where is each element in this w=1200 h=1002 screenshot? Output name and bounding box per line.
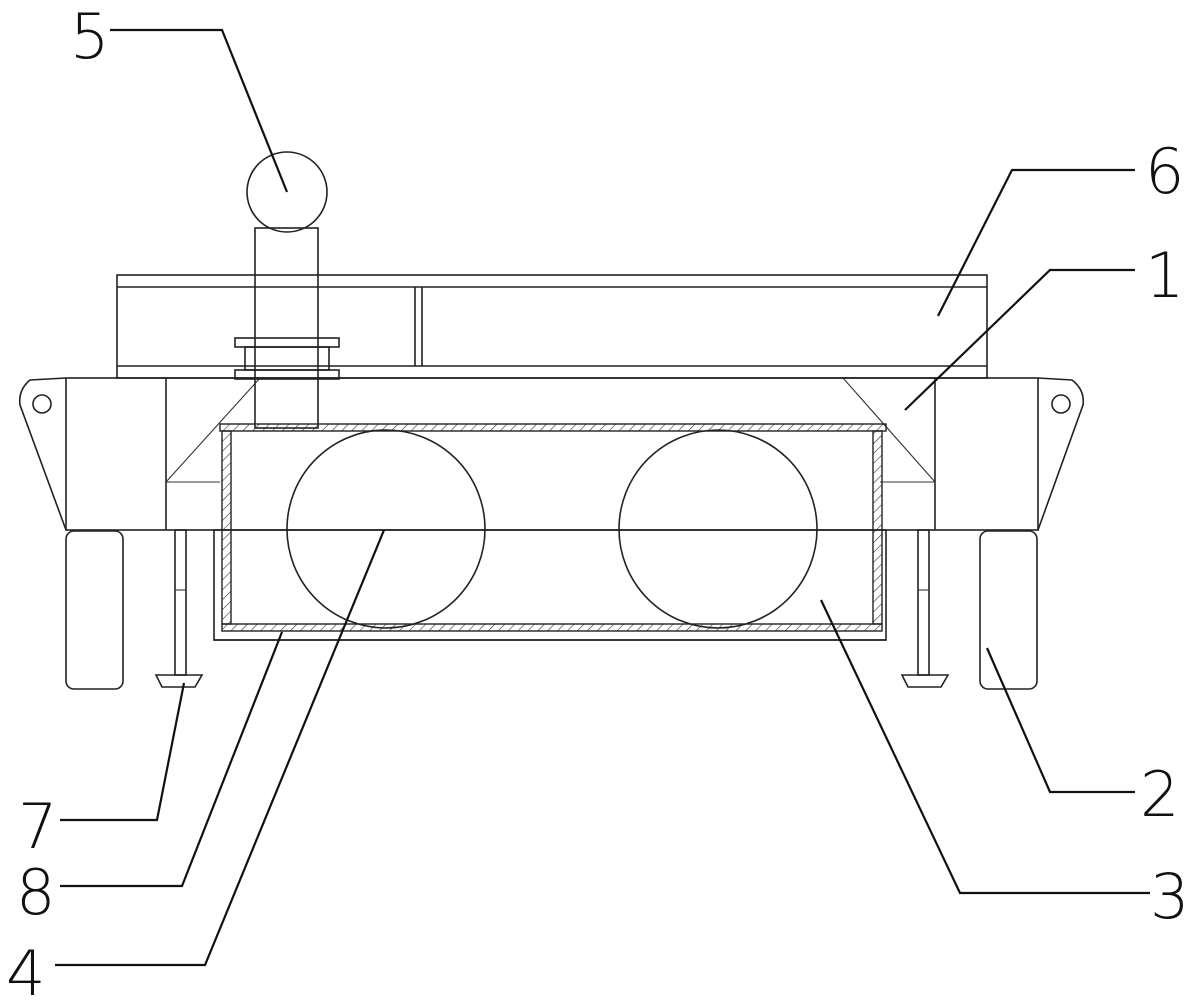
label-8: 8 bbox=[16, 856, 55, 929]
wheel-right bbox=[979, 530, 1038, 690]
label-3: 3 bbox=[1150, 860, 1189, 933]
leader-lines bbox=[55, 28, 1150, 967]
label-1: 1 bbox=[1145, 239, 1184, 312]
label-6: 6 bbox=[1145, 135, 1184, 208]
support-leg-left bbox=[154, 529, 204, 688]
label-4: 4 bbox=[6, 937, 45, 1002]
chassis-beam bbox=[65, 377, 1039, 531]
support-leg-right bbox=[900, 529, 950, 688]
callout-labels: 5 6 1 2 3 7 8 4 bbox=[6, 0, 1189, 1002]
label-2: 2 bbox=[1140, 758, 1179, 831]
upper-frame bbox=[116, 274, 988, 379]
roller-left bbox=[286, 429, 486, 629]
left-lifting-lug bbox=[18, 377, 67, 531]
roller-right bbox=[618, 429, 818, 629]
tank-body bbox=[213, 423, 887, 641]
vertical-pipe bbox=[234, 151, 340, 429]
right-lifting-lug bbox=[1037, 377, 1085, 531]
wheel-left bbox=[65, 530, 124, 690]
label-5: 5 bbox=[70, 0, 109, 73]
label-7: 7 bbox=[18, 790, 57, 863]
